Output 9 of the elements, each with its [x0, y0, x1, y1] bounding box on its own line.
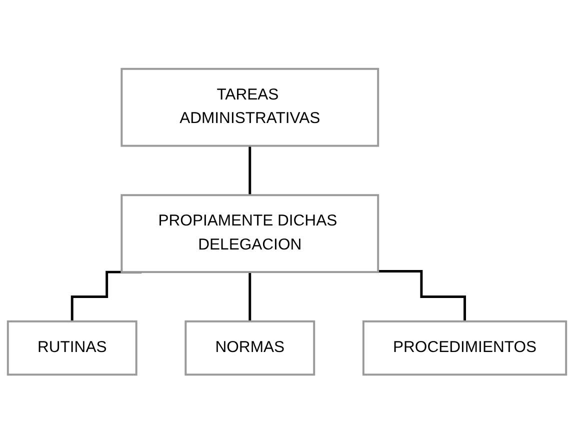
node-box: PROPIAMENTE DICHAS DELEGACION [120, 194, 380, 273]
connector [248, 270, 252, 322]
connector [70, 270, 142, 322]
connector [378, 270, 466, 322]
node-box: NORMAS [184, 320, 316, 376]
node-box: RUTINAS [6, 320, 138, 376]
connector [248, 144, 252, 196]
node-box: TAREAS ADMINISTRATIVAS [120, 68, 380, 147]
node-box: PROCEDIMIENTOS [362, 320, 568, 376]
